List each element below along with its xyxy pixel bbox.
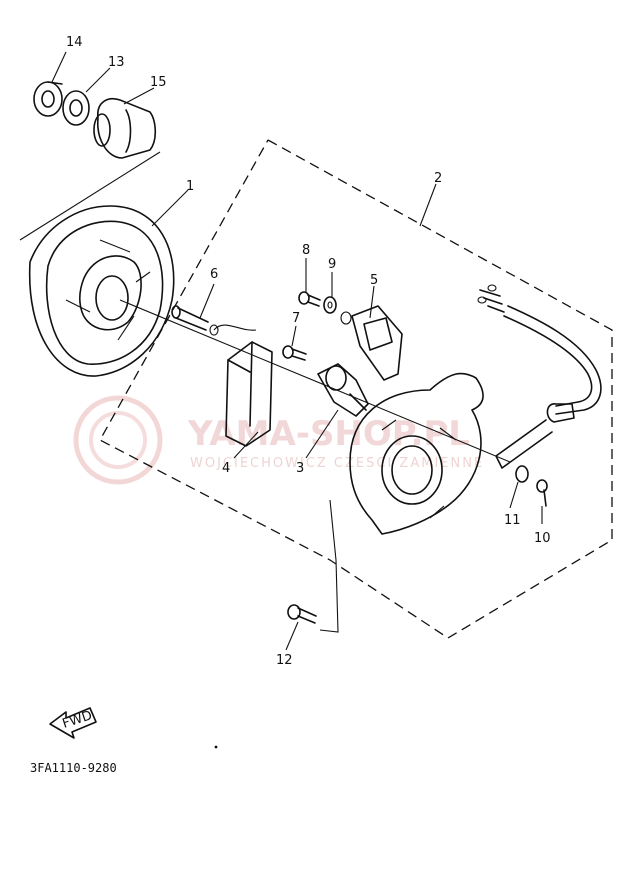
callout-labels: 1 2 3 4 5 6 7 8 9 10 11 12 13 14 15: [66, 35, 551, 668]
part-9-washer: [323, 296, 337, 314]
callout-3: 3: [296, 461, 304, 476]
part-7-screw: [282, 345, 307, 361]
watermark-logo: [73, 395, 163, 485]
part-1-flywheel: [28, 205, 175, 377]
watermark-logo-inner: [89, 411, 147, 469]
callout-5: 5: [370, 273, 378, 288]
part-15-boss: [93, 98, 157, 159]
assembly-boundary: [99, 139, 613, 639]
leader-15-1: [19, 151, 161, 241]
dot-mark: [214, 745, 218, 749]
callout-11: 11: [504, 513, 521, 528]
callout-14: 14: [66, 35, 83, 50]
part-10-screw: [536, 479, 548, 507]
part-8-screw: [298, 291, 321, 307]
watermark: YAMA-SHOP.PL WOJCIECHOWICZ CZESCI ZAMIEN…: [73, 395, 484, 485]
callout-15: 15: [150, 75, 167, 90]
callout-6: 6: [210, 267, 218, 282]
callout-4: 4: [222, 461, 230, 476]
stator-base-plate: [349, 372, 484, 535]
callout-12: 12: [276, 653, 293, 668]
callout-13: 13: [108, 55, 125, 70]
assembly-axis: [119, 299, 511, 463]
part-5-contact-breaker: [340, 305, 403, 381]
wiring-harness: [477, 284, 602, 469]
part-3-condenser: [317, 363, 369, 417]
callout-leaders: [51, 51, 543, 651]
part-4-coil: [209, 324, 273, 447]
callout-7: 7: [292, 311, 300, 326]
watermark-subtitle: WOJCIECHOWICZ CZESCI ZAMIENNE: [190, 456, 484, 471]
callout-8: 8: [302, 243, 310, 258]
callout-10: 10: [534, 531, 551, 546]
part-11-washer: [515, 465, 529, 483]
callout-9: 9: [328, 257, 336, 272]
part-6-screw: [171, 305, 209, 331]
watermark-brand: YAMA-SHOP.PL: [187, 414, 470, 454]
part-code: 3FA1110-9280: [30, 761, 117, 775]
part-12-screw: [287, 499, 339, 633]
fwd-arrow-icon: FWD: [49, 707, 97, 739]
callout-2: 2: [434, 171, 442, 186]
callout-1: 1: [186, 179, 194, 194]
part-14-nut: [33, 81, 63, 117]
part-13-washer: [62, 90, 90, 126]
